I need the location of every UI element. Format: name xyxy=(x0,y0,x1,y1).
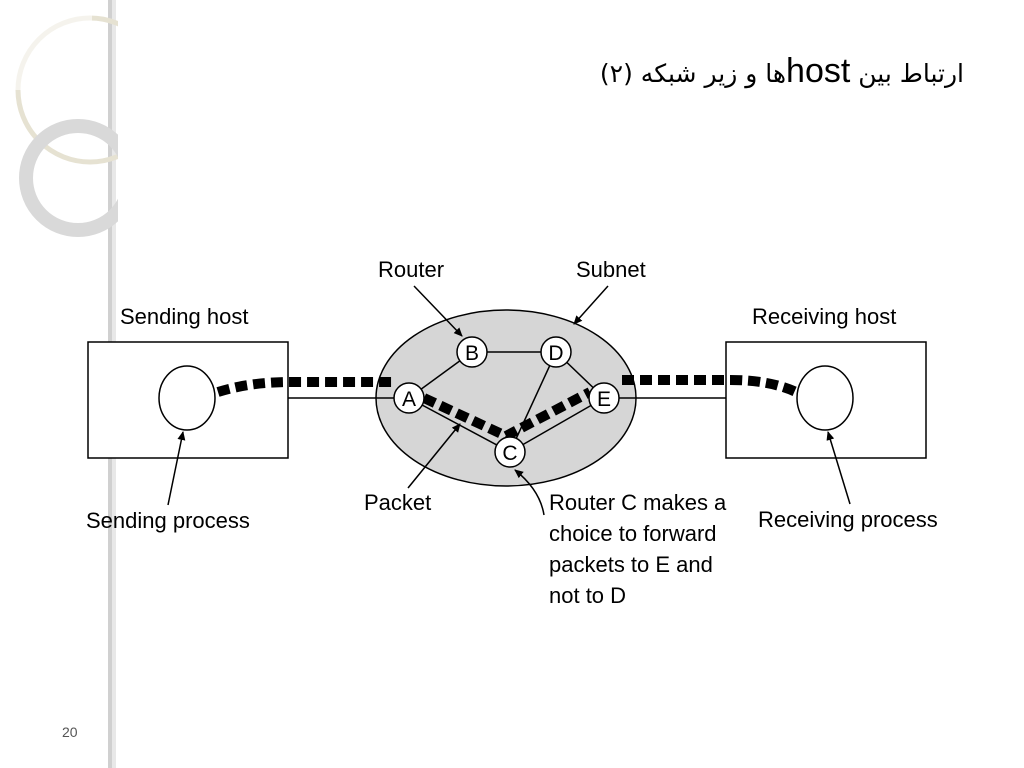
receiving-process-label: Receiving process xyxy=(758,507,938,532)
sending-process-callout-arrow xyxy=(167,431,186,506)
router-label-e: E xyxy=(597,388,611,411)
packet-path-a-c-e xyxy=(421,387,593,442)
router-label-b: B xyxy=(465,342,479,365)
title-text-end: ها و زیر شبکه (۲) xyxy=(599,59,787,88)
router-node-a: A xyxy=(393,382,425,414)
sending-process-label: Sending process xyxy=(86,508,250,533)
page-number: 20 xyxy=(62,724,78,740)
title-text-latin: host xyxy=(786,52,851,90)
router-node-e: E xyxy=(588,382,620,414)
packet-path-e-to-receiver xyxy=(622,375,799,397)
router-label-d: D xyxy=(548,342,563,365)
router-callout-arrow xyxy=(413,285,463,337)
link-c-e xyxy=(509,397,605,453)
title-text-start: ارتباط بین xyxy=(850,59,964,88)
subnet-callout-arrow xyxy=(573,285,609,325)
router-c-note-line-3: packets to E and xyxy=(549,552,713,577)
sending-process-oval xyxy=(158,365,216,431)
router-c-note: Router C makes a choice to forward packe… xyxy=(549,490,732,608)
router-c-note-line-2: choice to forward xyxy=(549,521,717,546)
receiving-process-oval xyxy=(796,365,854,431)
router-label-c: C xyxy=(502,442,517,465)
receiving-process-callout-arrow xyxy=(826,431,851,505)
router-c-callout-arrow xyxy=(514,469,545,516)
router-c-note-line-4: not to D xyxy=(549,583,626,608)
slide-title: ارتباط بین hostها و زیر شبکه (۲) xyxy=(600,52,964,91)
receiving-host-label: Receiving host xyxy=(752,304,896,329)
router-label-a: A xyxy=(402,388,416,411)
decorative-ring-gray xyxy=(19,119,118,237)
packet-path-sender-to-a xyxy=(216,377,392,397)
router-c-note-line-1: Router C makes a xyxy=(549,490,727,515)
router-node-d: D xyxy=(540,336,572,368)
packet-label: Packet xyxy=(364,490,431,515)
packet-callout-arrow xyxy=(407,423,461,489)
sending-host-label: Sending host xyxy=(120,304,248,329)
decorative-panel xyxy=(0,0,92,90)
router-node-c: C xyxy=(494,436,526,468)
subnet-label: Subnet xyxy=(576,257,646,282)
router-label: Router xyxy=(378,257,444,282)
router-node-b: B xyxy=(456,336,488,368)
